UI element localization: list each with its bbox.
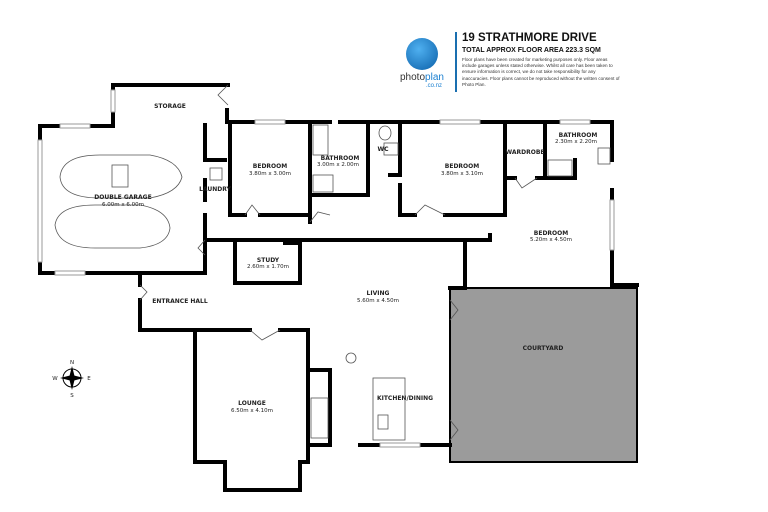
room-label-courtyard: COURTYARD: [523, 345, 564, 352]
floor-area: TOTAL APPROX FLOOR AREA 223.3 SQM: [462, 47, 601, 54]
room-dims-living: 5.60m x 4.50m: [357, 298, 399, 304]
compass-icon: N S E W: [52, 360, 91, 399]
compass-e: E: [87, 376, 91, 382]
room-label-kitchen: KITCHEN/DINING: [377, 395, 433, 402]
room-label-bathroom2: BATHROOM: [559, 132, 598, 139]
room-label-living: LIVING: [367, 290, 390, 297]
room-label-bedroom3: BEDROOM: [534, 230, 568, 237]
room-label-bedroom2: BEDROOM: [445, 163, 479, 170]
walls: [38, 83, 639, 492]
compass-n: N: [70, 360, 74, 366]
fixtures: [209, 124, 611, 441]
room-dims-bedroom3: 5.20m x 4.50m: [530, 237, 572, 243]
room-label-entrance: ENTRANCE HALL: [152, 298, 208, 305]
room-label-bedroom1: BEDROOM: [253, 163, 287, 170]
property-title: 19 STRATHMORE DRIVE: [462, 32, 597, 44]
car-icons: [54, 154, 183, 249]
compass-s: S: [70, 393, 74, 399]
logo-wordmark: photoplan: [400, 72, 444, 83]
room-dims-bathroom1: 3.00m x 2.00m: [317, 162, 359, 168]
room-label-storage: STORAGE: [154, 103, 186, 110]
room-dims-study: 2.60m x 1.70m: [247, 264, 289, 270]
room-dims-bedroom2: 3.80m x 3.10m: [441, 171, 483, 177]
room-dims-bedroom1: 3.80m x 3.00m: [249, 171, 291, 177]
compass-w: W: [52, 376, 58, 382]
doors: [139, 84, 538, 441]
room-label-wc: WC: [377, 146, 389, 153]
room-label-bathroom1: BATHROOM: [321, 155, 360, 162]
room-label-study: STUDY: [257, 257, 280, 264]
windows: [37, 89, 615, 448]
plan-header: photoplan .co.nz 19 STRATHMORE DRIVE TOT…: [400, 30, 630, 95]
room-dims-bathroom2: 2.30m x 2.20m: [555, 139, 597, 145]
disclaimer: Floor plans have been created for market…: [462, 57, 620, 87]
header-divider: [455, 32, 457, 92]
room-label-lounge: LOUNGE: [238, 400, 266, 407]
room-dims-garage: 6.00m x 6.00m: [102, 202, 144, 208]
logo-domain: .co.nz: [426, 83, 443, 89]
courtyard-area: [449, 287, 638, 463]
photoplan-logo-icon: [406, 38, 438, 70]
room-dims-lounge: 6.50m x 4.10m: [231, 408, 273, 414]
room-label-garage: DOUBLE GARAGE: [94, 194, 151, 201]
room-label-laundry: LAUNDRY: [199, 186, 231, 193]
room-label-wardrobe: WARDROBE: [506, 149, 545, 156]
